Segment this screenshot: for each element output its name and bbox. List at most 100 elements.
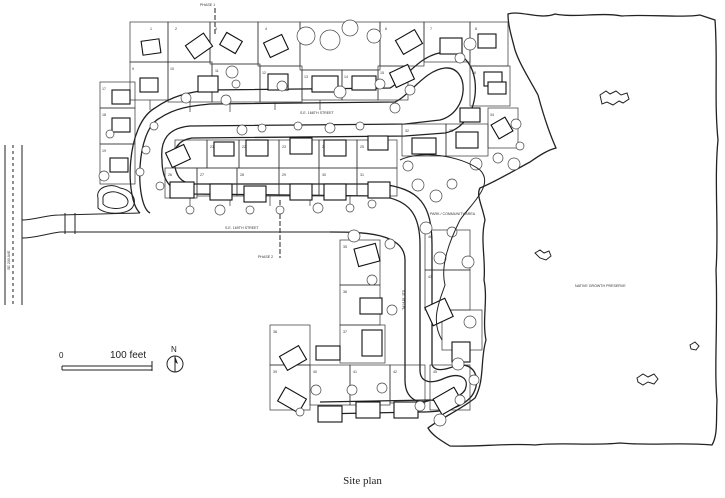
lot-number: 41 (353, 370, 357, 374)
lot-number: 3 (215, 27, 217, 31)
house-footprint (276, 386, 308, 414)
tree (225, 65, 239, 79)
tree (275, 205, 285, 215)
lot-number: 14 (344, 75, 348, 79)
lot-number: 40 (313, 370, 317, 374)
house-footprint (361, 329, 383, 357)
scale-bar: 0 100 feet (59, 350, 153, 371)
house-footprints (109, 28, 514, 423)
house-footprint (111, 117, 131, 133)
lot-number: 2 (175, 27, 177, 31)
lot-number: 23 (282, 145, 286, 149)
park-area: PARK / COMMUNITY AREA (399, 154, 486, 341)
tree (469, 157, 483, 171)
tree (367, 199, 377, 209)
house-footprint (262, 33, 290, 59)
native-growth-preserve-boundary (427, 12, 719, 447)
tree (231, 79, 241, 89)
lot-number: 39 (273, 370, 277, 374)
house-footprint (213, 141, 235, 157)
house-footprint (439, 37, 463, 55)
tree (341, 19, 359, 37)
phase-label-south: PHASE 2 (258, 255, 273, 259)
tree (355, 121, 365, 131)
lot-number: 11 (215, 69, 219, 73)
tree (433, 413, 447, 427)
house-footprint (353, 242, 381, 268)
tree (507, 157, 521, 171)
house-footprint (424, 297, 454, 327)
trees (98, 19, 525, 427)
tree (105, 129, 115, 139)
tree (98, 170, 110, 182)
lot-number: 43 (428, 275, 432, 279)
tree (333, 85, 347, 99)
lot-number: 27 (200, 173, 204, 177)
house-footprint (278, 344, 308, 372)
tree (433, 251, 447, 265)
house-footprint (169, 181, 195, 199)
tree (374, 78, 386, 90)
lot-number: 32 (405, 129, 409, 133)
lot-number: 46 (428, 235, 432, 239)
tree (492, 152, 504, 164)
lot-number: 19 (102, 149, 106, 153)
preserve-label: NATIVE GROWTH PRESERVE (575, 284, 626, 288)
lot-number: 31 (360, 173, 364, 177)
lot-number: 18 (102, 113, 106, 117)
tree (384, 238, 396, 250)
tree (319, 29, 341, 51)
house-footprint (317, 405, 343, 423)
tree (312, 202, 324, 214)
lot-number: 25 (360, 145, 364, 149)
tree (345, 203, 355, 213)
tree (296, 26, 316, 46)
lot-number: 8 (475, 27, 477, 31)
lot-number: 22 (242, 145, 246, 149)
tree (245, 205, 255, 215)
lot-number: 30 (322, 173, 326, 177)
scale-end-label: 100 feet (110, 350, 146, 361)
scale-start-label: 0 (59, 351, 64, 360)
house-footprint (140, 38, 162, 56)
tree (463, 315, 477, 329)
tree (155, 181, 165, 191)
lot-number: 28 (240, 173, 244, 177)
lot-outline (339, 324, 386, 364)
lot-number: 9 (132, 67, 134, 71)
house-footprint (367, 135, 389, 151)
lot-number: 21 (210, 145, 214, 149)
house-footprint (359, 297, 383, 315)
lot-number: 45 (433, 370, 437, 374)
tree (414, 400, 426, 412)
tree (515, 141, 525, 151)
house-footprint (323, 139, 347, 157)
house-footprint (311, 75, 339, 93)
lot-number: 35 (343, 245, 347, 249)
house-footprint (243, 185, 267, 203)
house-footprint (164, 143, 192, 169)
tree (310, 384, 322, 396)
lot-number: 17 (102, 87, 106, 91)
lot-number: 1 (150, 27, 152, 31)
tree (347, 229, 361, 243)
house-footprint (477, 33, 497, 49)
entry-road: S.E. 169TH STREET (21, 212, 330, 239)
pond (97, 185, 135, 214)
lot-number: 26 (168, 173, 172, 177)
house-footprint (490, 116, 514, 140)
house-footprint (394, 28, 424, 56)
lot-lines: 1234567891011121314151617181920212223242… (99, 21, 519, 411)
tree (276, 80, 288, 92)
pond-inner (102, 191, 129, 209)
arterial-road-label: SE 200 AVE (7, 250, 11, 270)
house-footprint (197, 75, 219, 93)
lot-number: 37 (343, 330, 347, 334)
arterial-road: SE 200 AVE (4, 145, 23, 305)
lot-number: 13 (304, 75, 308, 79)
lot-number: 33 (449, 129, 453, 133)
house-footprint (323, 183, 347, 201)
lot-number: 10 (170, 67, 174, 71)
house-footprint (218, 31, 244, 55)
